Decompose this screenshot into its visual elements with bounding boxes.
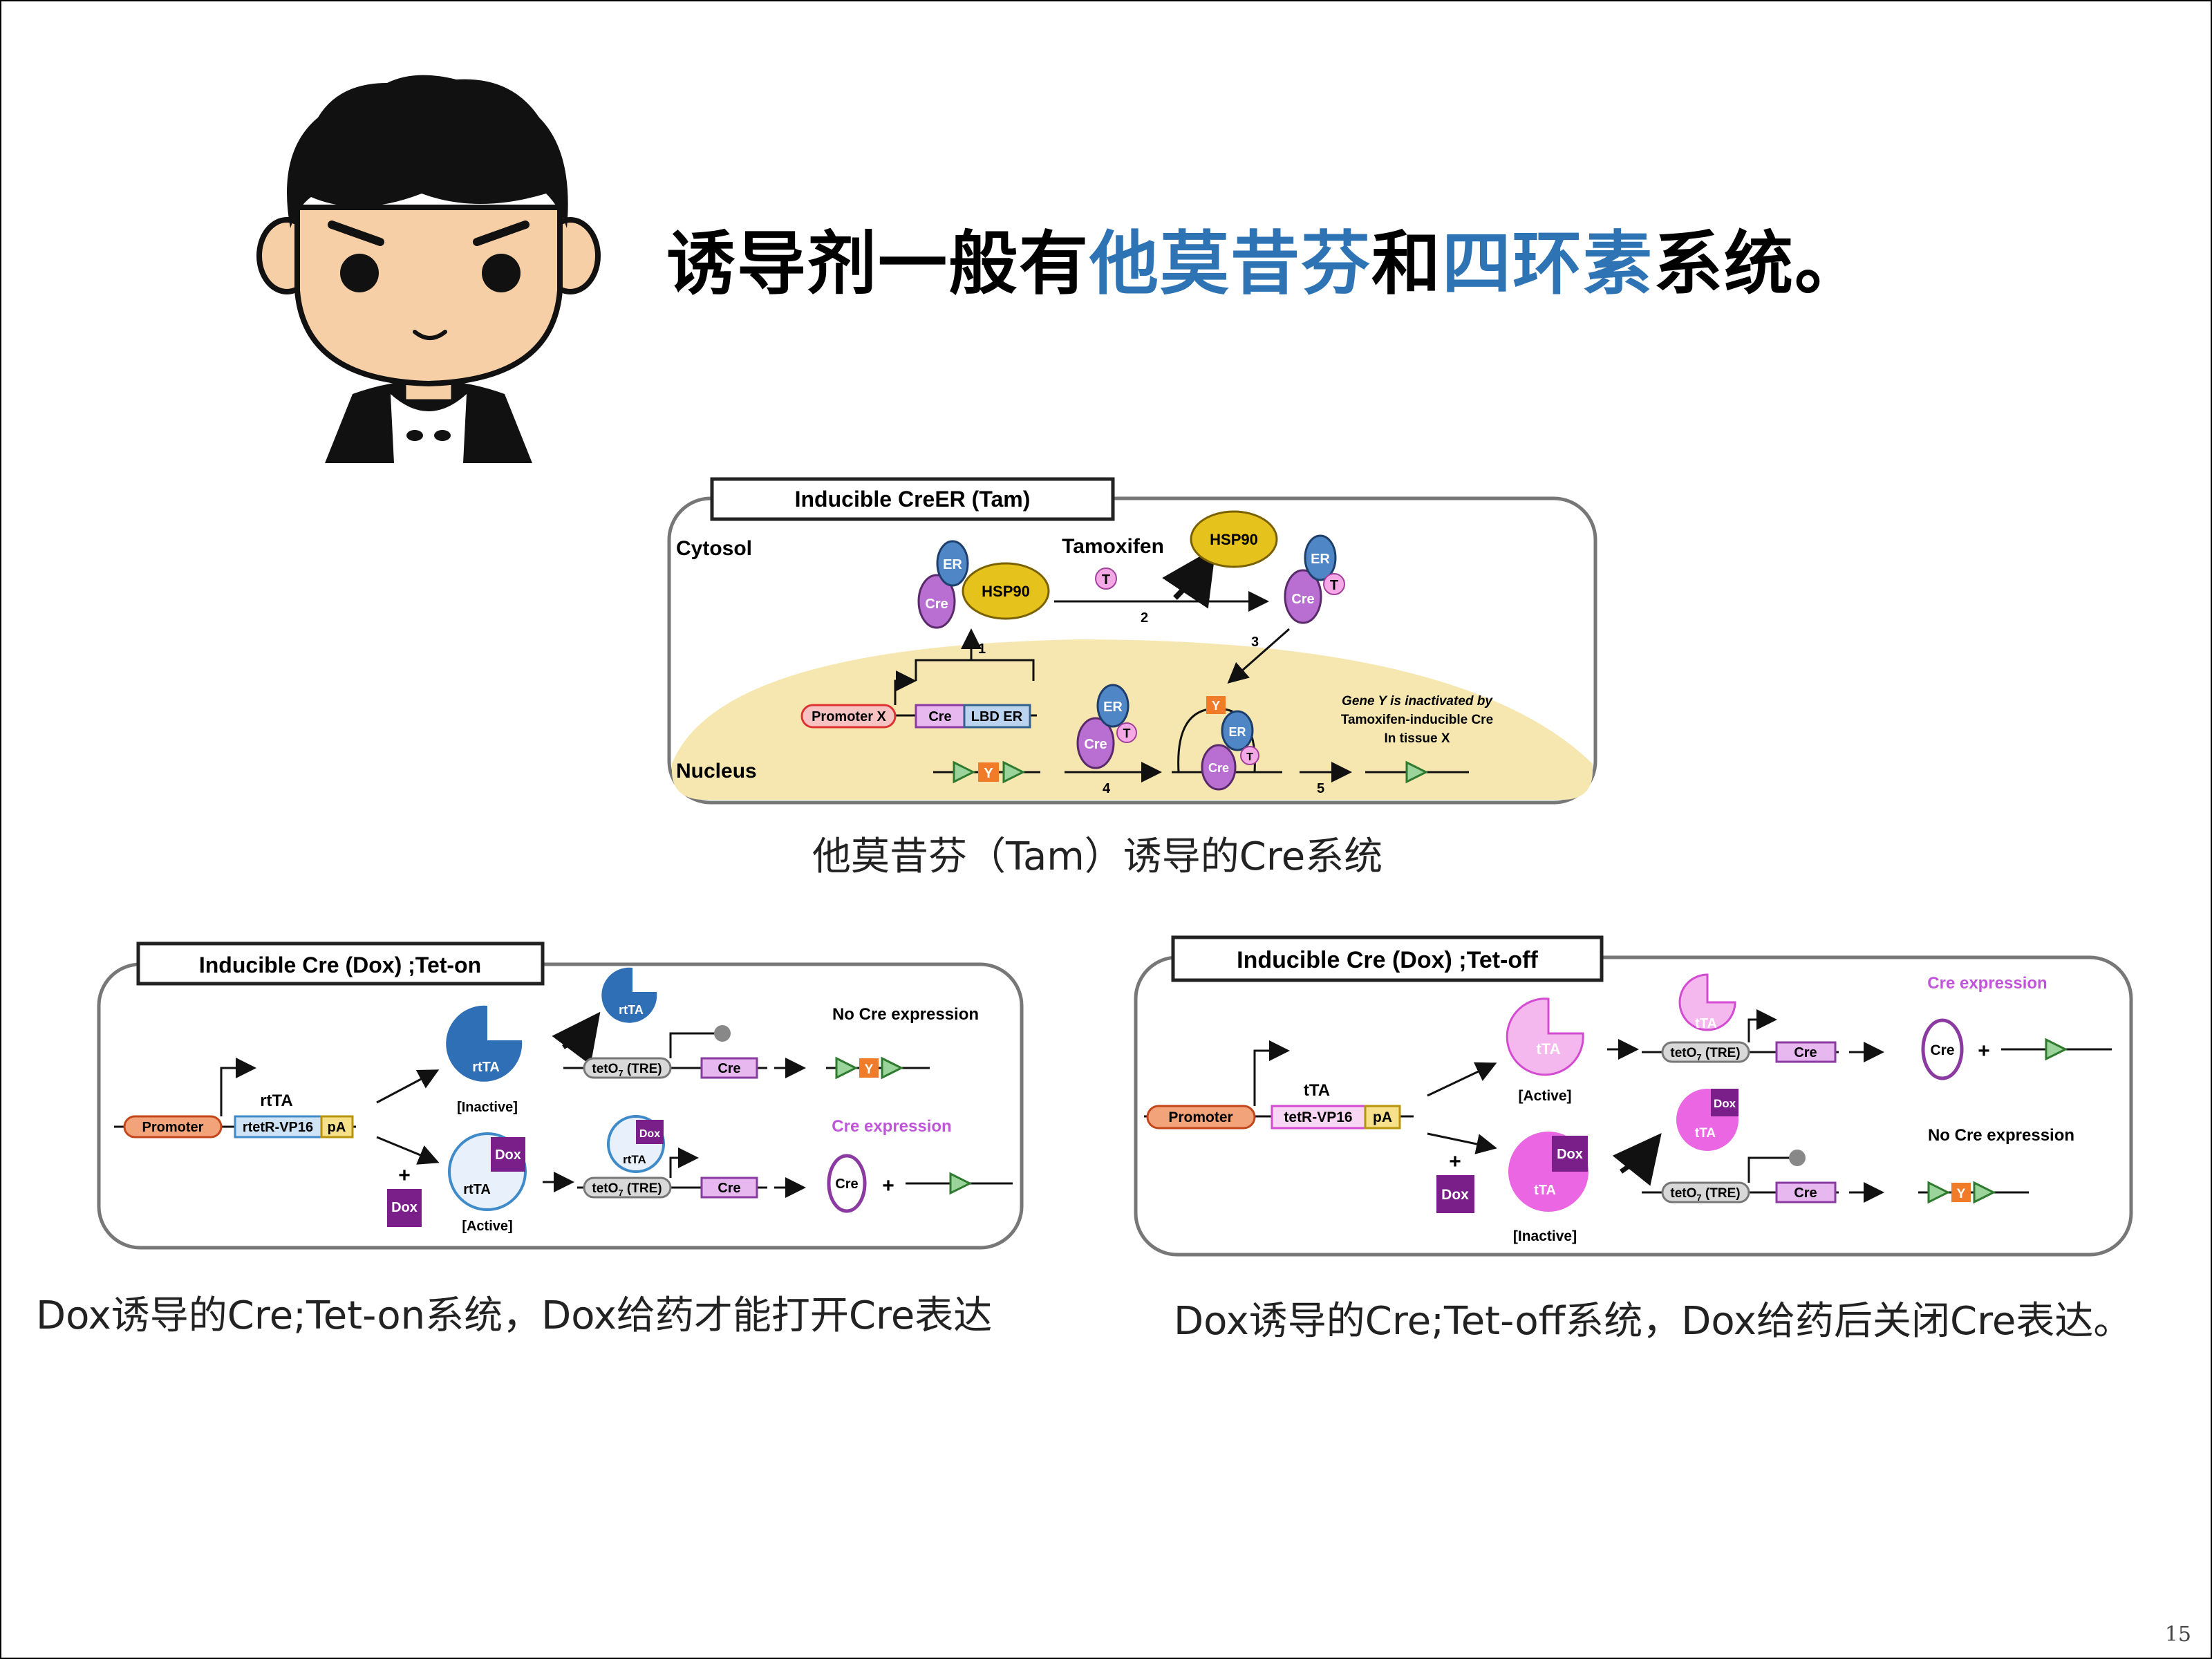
tta-active-label: tTA [1536, 1040, 1560, 1058]
tetoff-plus-1: + [1449, 1150, 1461, 1173]
step-3: 3 [1251, 635, 1259, 650]
tetoff-cre-expr-label: Cre expression [1927, 974, 2047, 993]
teton-dox-3: Dox [639, 1128, 660, 1140]
lbd-er-label: LBD ER [971, 709, 1023, 724]
headline-part2: 和 [1371, 223, 1442, 304]
rtta-active-label-2: rtTA [623, 1153, 646, 1166]
rtta-active-label: rtTA [463, 1182, 491, 1197]
teton-cre-box-1: Cre [718, 1061, 740, 1076]
cre-label-3: Cre [1084, 737, 1107, 752]
rtetr-label: rtetR-VP16 [243, 1120, 313, 1135]
hsp90-label-1: HSP90 [982, 583, 1030, 600]
teton-dox-1: Dox [391, 1200, 418, 1215]
gene-note-2: Tamoxifen-inducible Cre [1341, 713, 1493, 727]
tet-off-diagram: Inducible Cre (Dox) ;Tet-off Promoter tT… [1134, 935, 2133, 1257]
t-label-3: T [1123, 727, 1131, 740]
tetoff-inactive-label: [Inactive] [1513, 1228, 1577, 1244]
headline: 诱导剂一般有他莫昔芬和四环素系统。 [666, 207, 1865, 308]
tam-title: Inducible CreER (Tam) [795, 487, 1031, 512]
teton-plus-2: + [882, 1174, 894, 1197]
headline-highlight-tetracycline: 四环素 [1442, 223, 1653, 304]
teton-cre-expr-label: Cre expression [832, 1117, 951, 1136]
tetoff-no-cre-label: No Cre expression [1928, 1126, 2074, 1145]
tetoff-pa-label: pA [1373, 1109, 1392, 1125]
caption-tet-on: Dox诱导的Cre;Tet-on系统，Dox给药才能打开Cre表达 [36, 1293, 993, 1338]
gene-note-3: In tissue X [1384, 731, 1450, 746]
tet-on-panel [97, 962, 1024, 1250]
hsp90-label-2: HSP90 [1210, 531, 1258, 548]
tetr-label: tetR-VP16 [1284, 1109, 1352, 1125]
er-label-4: ER [1228, 725, 1246, 739]
step-5: 5 [1317, 781, 1324, 796]
nucleus-label: Nucleus [676, 760, 757, 782]
tetoff-dox-3: Dox [1714, 1097, 1736, 1110]
hsp90-oval [962, 562, 1050, 620]
teton-pa-label: pA [328, 1120, 346, 1135]
step-1: 1 [978, 641, 986, 657]
tetoff-y-label: Y [1957, 1187, 1966, 1201]
teton-plus-1: + [398, 1164, 411, 1187]
step-4: 4 [1103, 781, 1111, 796]
headline-part1: 诱导剂一般有 [666, 223, 1089, 304]
tetoff-tre-label-2: tetO7 (TRE) [1670, 1186, 1740, 1203]
rtta-inactive-label-2: rtTA [619, 1003, 644, 1017]
step-2: 2 [1141, 610, 1148, 626]
tet-off-title: Inducible Cre (Dox) ;Tet-off [1237, 947, 1538, 973]
teton-rtta-label: rtTA [260, 1091, 293, 1110]
er-label-1: ER [943, 557, 962, 572]
teton-promoter-label: Promoter [142, 1120, 204, 1135]
cytosol-label: Cytosol [676, 537, 752, 560]
tet-off-panel [1134, 955, 2133, 1257]
y-gene-label-2: Y [1212, 699, 1220, 713]
t-label-4: T [1246, 751, 1253, 763]
teton-cre-protein: Cre [835, 1177, 858, 1192]
tetoff-dox-2: Dox [1557, 1147, 1583, 1162]
tetoff-plus-2: + [1978, 1040, 1990, 1062]
teton-tre-label-1: tetO7 (TRE) [592, 1062, 662, 1078]
t-label-1: T [1102, 572, 1110, 588]
rtta-inactive-label: rtTA [472, 1060, 500, 1075]
headline-part3: 系统。 [1653, 223, 1865, 304]
caption-tet-off: Dox诱导的Cre;Tet-off系统，Dox给药后关闭Cre表达。 [1174, 1299, 2133, 1344]
cre-label-1: Cre [925, 597, 948, 612]
t-label-2: T [1330, 578, 1338, 593]
cre-label-4: Cre [1208, 761, 1229, 775]
page-number: 15 [2164, 1622, 2191, 1647]
construct-cre-label: Cre [928, 709, 951, 724]
teton-no-cre-label: No Cre expression [832, 1005, 979, 1024]
tta-active-label-2: tTA [1695, 1016, 1717, 1031]
tetoff-dox-1: Dox [1441, 1187, 1469, 1203]
caption-tam: 他莫昔芬（Tam）诱导的Cre系统 [812, 834, 1383, 879]
tta-inactive-label: tTA [1534, 1183, 1556, 1198]
tetoff-promoter-label: Promoter [1168, 1109, 1232, 1125]
tetoff-cre-protein: Cre [1930, 1042, 1954, 1058]
tetoff-cre-box-2: Cre [1794, 1185, 1817, 1201]
tetoff-tre-label-1: tetO7 (TRE) [1670, 1046, 1740, 1062]
teton-y-label: Y [865, 1062, 874, 1077]
tta-inactive-label-2: tTA [1695, 1126, 1716, 1141]
teton-active-label: [Active] [462, 1219, 512, 1234]
y-gene-label-1: Y [984, 766, 993, 781]
gene-note-1: Gene Y is inactivated by [1342, 694, 1493, 709]
er-label-3: ER [1103, 700, 1123, 715]
tam-title-box [710, 477, 1115, 521]
tetoff-active-label: [Active] [1518, 1088, 1571, 1104]
teton-inactive-label: [Inactive] [457, 1100, 518, 1115]
tetoff-cre-box-1: Cre [1794, 1045, 1817, 1060]
teton-dox-2: Dox [495, 1147, 521, 1163]
tet-on-title: Inducible Cre (Dox) ;Tet-on [199, 953, 481, 977]
tamoxifen-label: Tamoxifen [1062, 535, 1164, 558]
cartoon-avatar [256, 75, 601, 463]
tet-on-diagram: Inducible Cre (Dox) ;Tet-on Promoter rtT… [97, 941, 1024, 1250]
headline-highlight-tamoxifen: 他莫昔芬 [1089, 223, 1371, 304]
teton-cre-box-2: Cre [718, 1181, 740, 1196]
promoter-x-label: Promoter X [812, 709, 886, 724]
cre-label-2: Cre [1291, 592, 1314, 607]
teton-tre-label-2: tetO7 (TRE) [592, 1181, 662, 1198]
tam-diagram: Inducible CreER (Tam) Cytosol Nucleus Cr… [667, 477, 1597, 805]
er-label-2: ER [1311, 552, 1330, 567]
tetoff-tta-label: tTA [1304, 1081, 1330, 1100]
